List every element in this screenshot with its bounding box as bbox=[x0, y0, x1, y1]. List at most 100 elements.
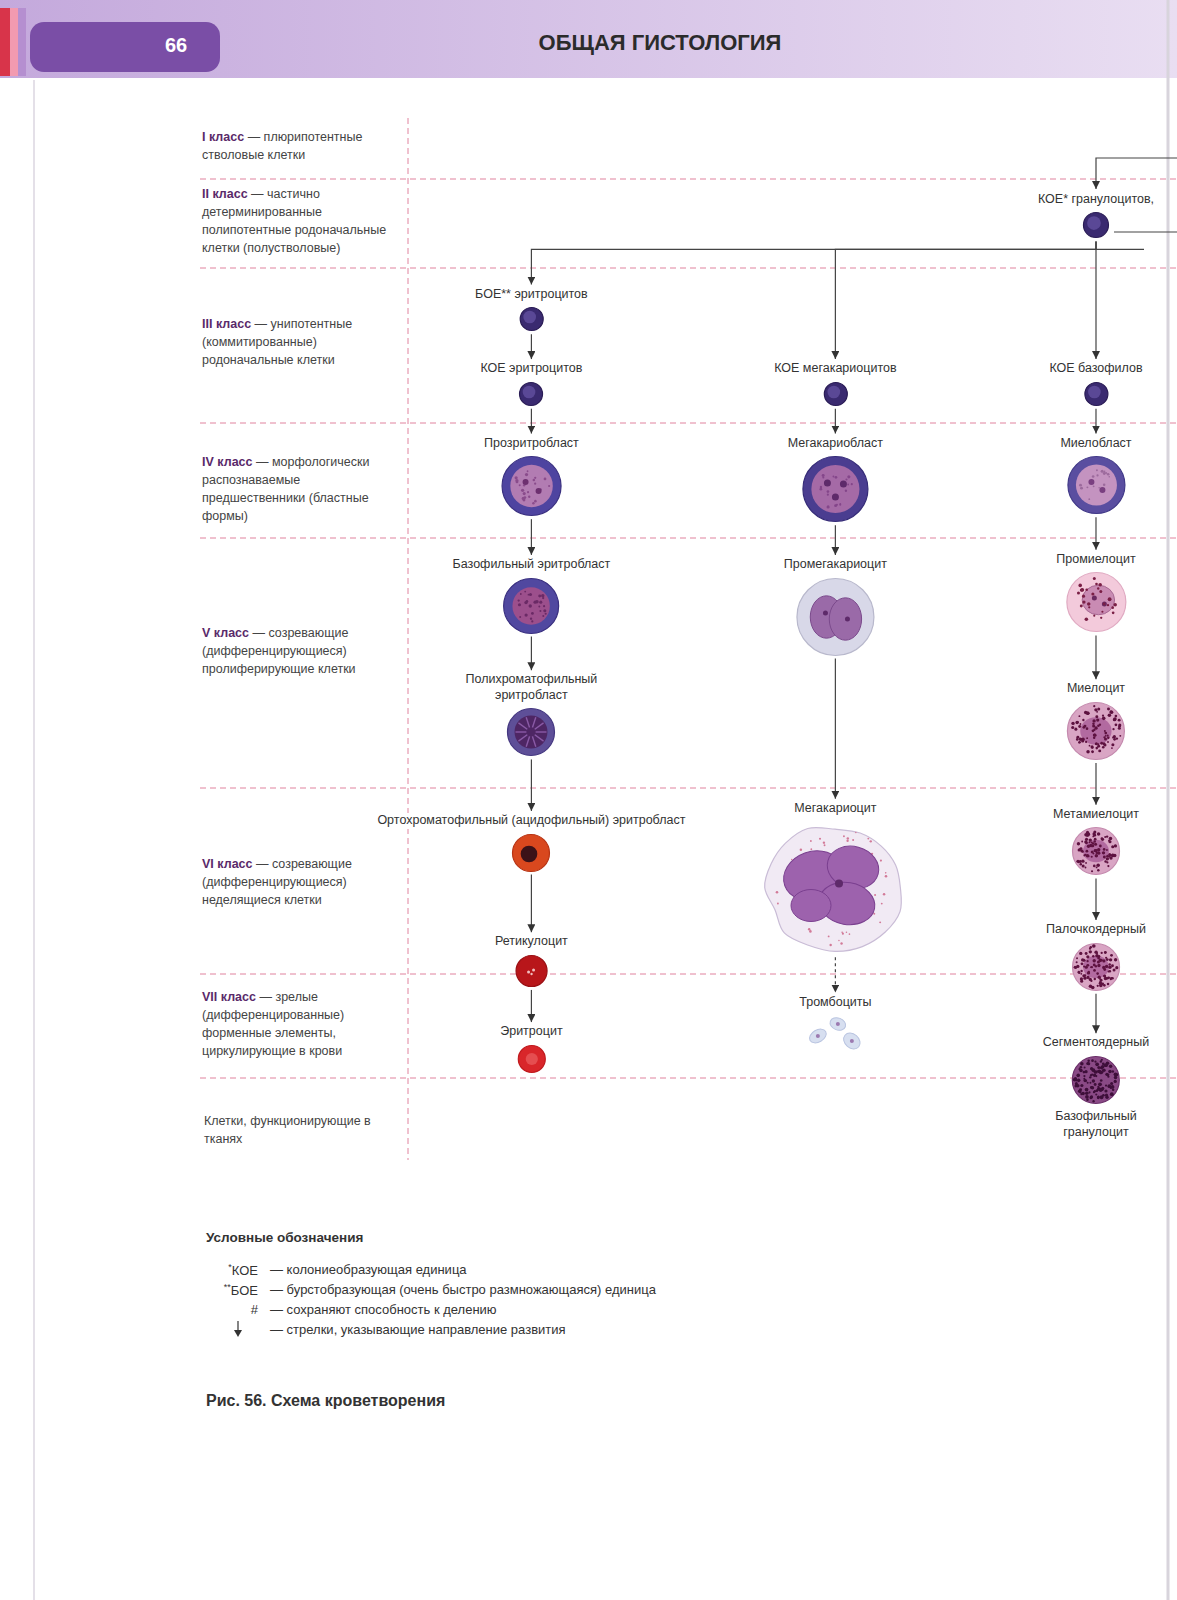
legend-symbol: * bbox=[228, 1262, 232, 1272]
legend-entry: — колониеобразующая единица bbox=[270, 1262, 467, 1278]
cell-stage: Миелобласт bbox=[1058, 436, 1133, 520]
cell-drawing bbox=[1083, 381, 1109, 407]
cell-stage: Метамиелоцит bbox=[1051, 807, 1141, 881]
tissue-row-label: Клетки, функционирующие в тканях bbox=[204, 1112, 400, 1148]
cell-stage: Полихроматофильный эритробласт bbox=[454, 672, 608, 761]
development-arrow bbox=[835, 659, 836, 799]
incoming-line bbox=[1096, 158, 1177, 189]
legend-symbol: ** bbox=[224, 1282, 231, 1292]
branch-line bbox=[1114, 231, 1177, 232]
legend-text: — стрелки, указывающие направление разви… bbox=[270, 1322, 566, 1337]
header-band bbox=[0, 0, 1177, 78]
development-arrow bbox=[835, 525, 836, 555]
development-arrow bbox=[531, 875, 532, 933]
legend-text: — колониеобразующая единица bbox=[270, 1262, 467, 1277]
stage-name: Тромбоциты bbox=[797, 995, 873, 1011]
cell-drawing bbox=[506, 707, 556, 757]
cell-stage: Базофильный эритробласт bbox=[451, 557, 613, 639]
development-arrow bbox=[531, 519, 532, 555]
cell-stage: КОЕ мегакариоцитов bbox=[772, 361, 898, 411]
edge-stripe bbox=[18, 8, 26, 76]
class-name: VI класс bbox=[202, 857, 253, 871]
cell-stage: БОЕ** эритроцитов bbox=[473, 287, 590, 337]
legend-symbol: КОЕ bbox=[232, 1263, 258, 1278]
cell-stage: Миелоцит bbox=[1065, 681, 1127, 765]
cell-drawing bbox=[1065, 571, 1127, 633]
cell-stage: Промегакариоцит bbox=[782, 557, 889, 661]
cell-drawing bbox=[511, 833, 551, 873]
legend-arrow-sample bbox=[232, 1319, 244, 1339]
cell-drawing bbox=[805, 1014, 865, 1050]
legend-key: *КОЕ bbox=[198, 1262, 258, 1279]
cell-stage: Мегакариоцит bbox=[760, 801, 910, 960]
stage-name: Промиелоцит bbox=[1054, 552, 1137, 568]
development-arrow bbox=[531, 990, 532, 1022]
cell-stage: КОЕ эритроцитов bbox=[478, 361, 584, 411]
legend-key: # bbox=[198, 1302, 258, 1318]
legend-symbol: # bbox=[251, 1302, 258, 1317]
development-arrow bbox=[1095, 635, 1096, 679]
tissue-row-label-text: Клетки, функционирующие в тканях bbox=[204, 1114, 371, 1146]
cell-stage: КОЕ базофилов bbox=[1047, 361, 1144, 411]
stage-name: Палочкоядерный bbox=[1044, 922, 1148, 938]
cell-drawing bbox=[822, 381, 848, 407]
page-edge bbox=[33, 80, 35, 1600]
stage-name: Эритроцит bbox=[498, 1024, 564, 1040]
class-name: II класс bbox=[202, 187, 248, 201]
class-name: VII класс bbox=[202, 990, 256, 1004]
cell-stage: Тромбоциты bbox=[797, 995, 873, 1055]
page-number-text: 66 bbox=[165, 34, 187, 56]
class-label: V класс — созревающие (дифференцирующиес… bbox=[202, 624, 398, 678]
stage-name: Промегакариоцит bbox=[782, 557, 889, 573]
class-name: V класс bbox=[202, 626, 249, 640]
stage-name: Метамиелоцит bbox=[1051, 807, 1141, 823]
development-arrow bbox=[1095, 517, 1096, 550]
edge-stripe bbox=[10, 8, 18, 76]
class-label: I класс — плюрипотентные стволовые клетк… bbox=[202, 128, 398, 164]
cell-drawing bbox=[1071, 1055, 1121, 1105]
class-label: III класс — унипотентные (коммитированны… bbox=[202, 315, 398, 369]
development-arrow bbox=[531, 637, 532, 671]
legend-entry: — стрелки, указывающие направление разви… bbox=[270, 1322, 566, 1338]
edge-stripe bbox=[0, 8, 10, 76]
page-number: 66 bbox=[146, 34, 206, 57]
legend-heading-text: Условные обозначения bbox=[206, 1230, 363, 1245]
legend-entry: — бурстобразующая (очень быстро размножа… bbox=[270, 1282, 656, 1298]
legend-key: **БОЕ bbox=[198, 1282, 258, 1299]
cell-drawing bbox=[516, 1044, 546, 1074]
cell-stage: Прозритробласт bbox=[482, 436, 581, 522]
stage-name: Миелоцит bbox=[1065, 681, 1127, 697]
development-arrow bbox=[1095, 409, 1096, 434]
stage-name: Ретикулоцит bbox=[493, 934, 570, 950]
development-arrow bbox=[531, 759, 532, 811]
branch-line bbox=[1096, 249, 1144, 250]
legend-heading: Условные обозначения bbox=[206, 1230, 363, 1245]
cell-stage: Ортохроматофильный (ацидофильный) эритро… bbox=[375, 813, 687, 877]
stage-name: Базофильный эритробласт bbox=[451, 557, 613, 573]
cell-drawing bbox=[514, 954, 548, 988]
cell-drawing bbox=[518, 306, 544, 332]
development-arrow bbox=[531, 241, 1096, 284]
cell-drawing bbox=[1066, 455, 1126, 515]
page-title: ОБЩАЯ ГИСТОЛОГИЯ bbox=[410, 30, 910, 56]
stage-name: Мегакариобласт bbox=[786, 436, 885, 452]
development-arrow bbox=[835, 409, 836, 434]
cell-stage: Эритроцит bbox=[498, 1024, 564, 1078]
cell-drawing bbox=[1082, 211, 1110, 239]
class-label: VI класс — созревающие (дифференцирующие… bbox=[202, 855, 398, 909]
stage-name: Мегакариоцит bbox=[792, 801, 878, 817]
class-name: IV класс bbox=[202, 455, 253, 469]
class-name: I класс bbox=[202, 130, 244, 144]
class-dividers bbox=[200, 118, 1177, 1160]
legend-entry: — сохраняют способность к делению bbox=[270, 1302, 497, 1318]
cell-drawing bbox=[795, 577, 875, 657]
cell-drawing bbox=[1071, 826, 1121, 876]
cell-stage: Промиелоцит bbox=[1054, 552, 1137, 638]
stage-name: БОЕ** эритроцитов bbox=[473, 287, 590, 303]
legend-symbol: БОЕ bbox=[231, 1283, 258, 1298]
development-arrow bbox=[1095, 241, 1096, 359]
cell-drawing bbox=[518, 381, 544, 407]
development-arrow bbox=[531, 334, 532, 359]
